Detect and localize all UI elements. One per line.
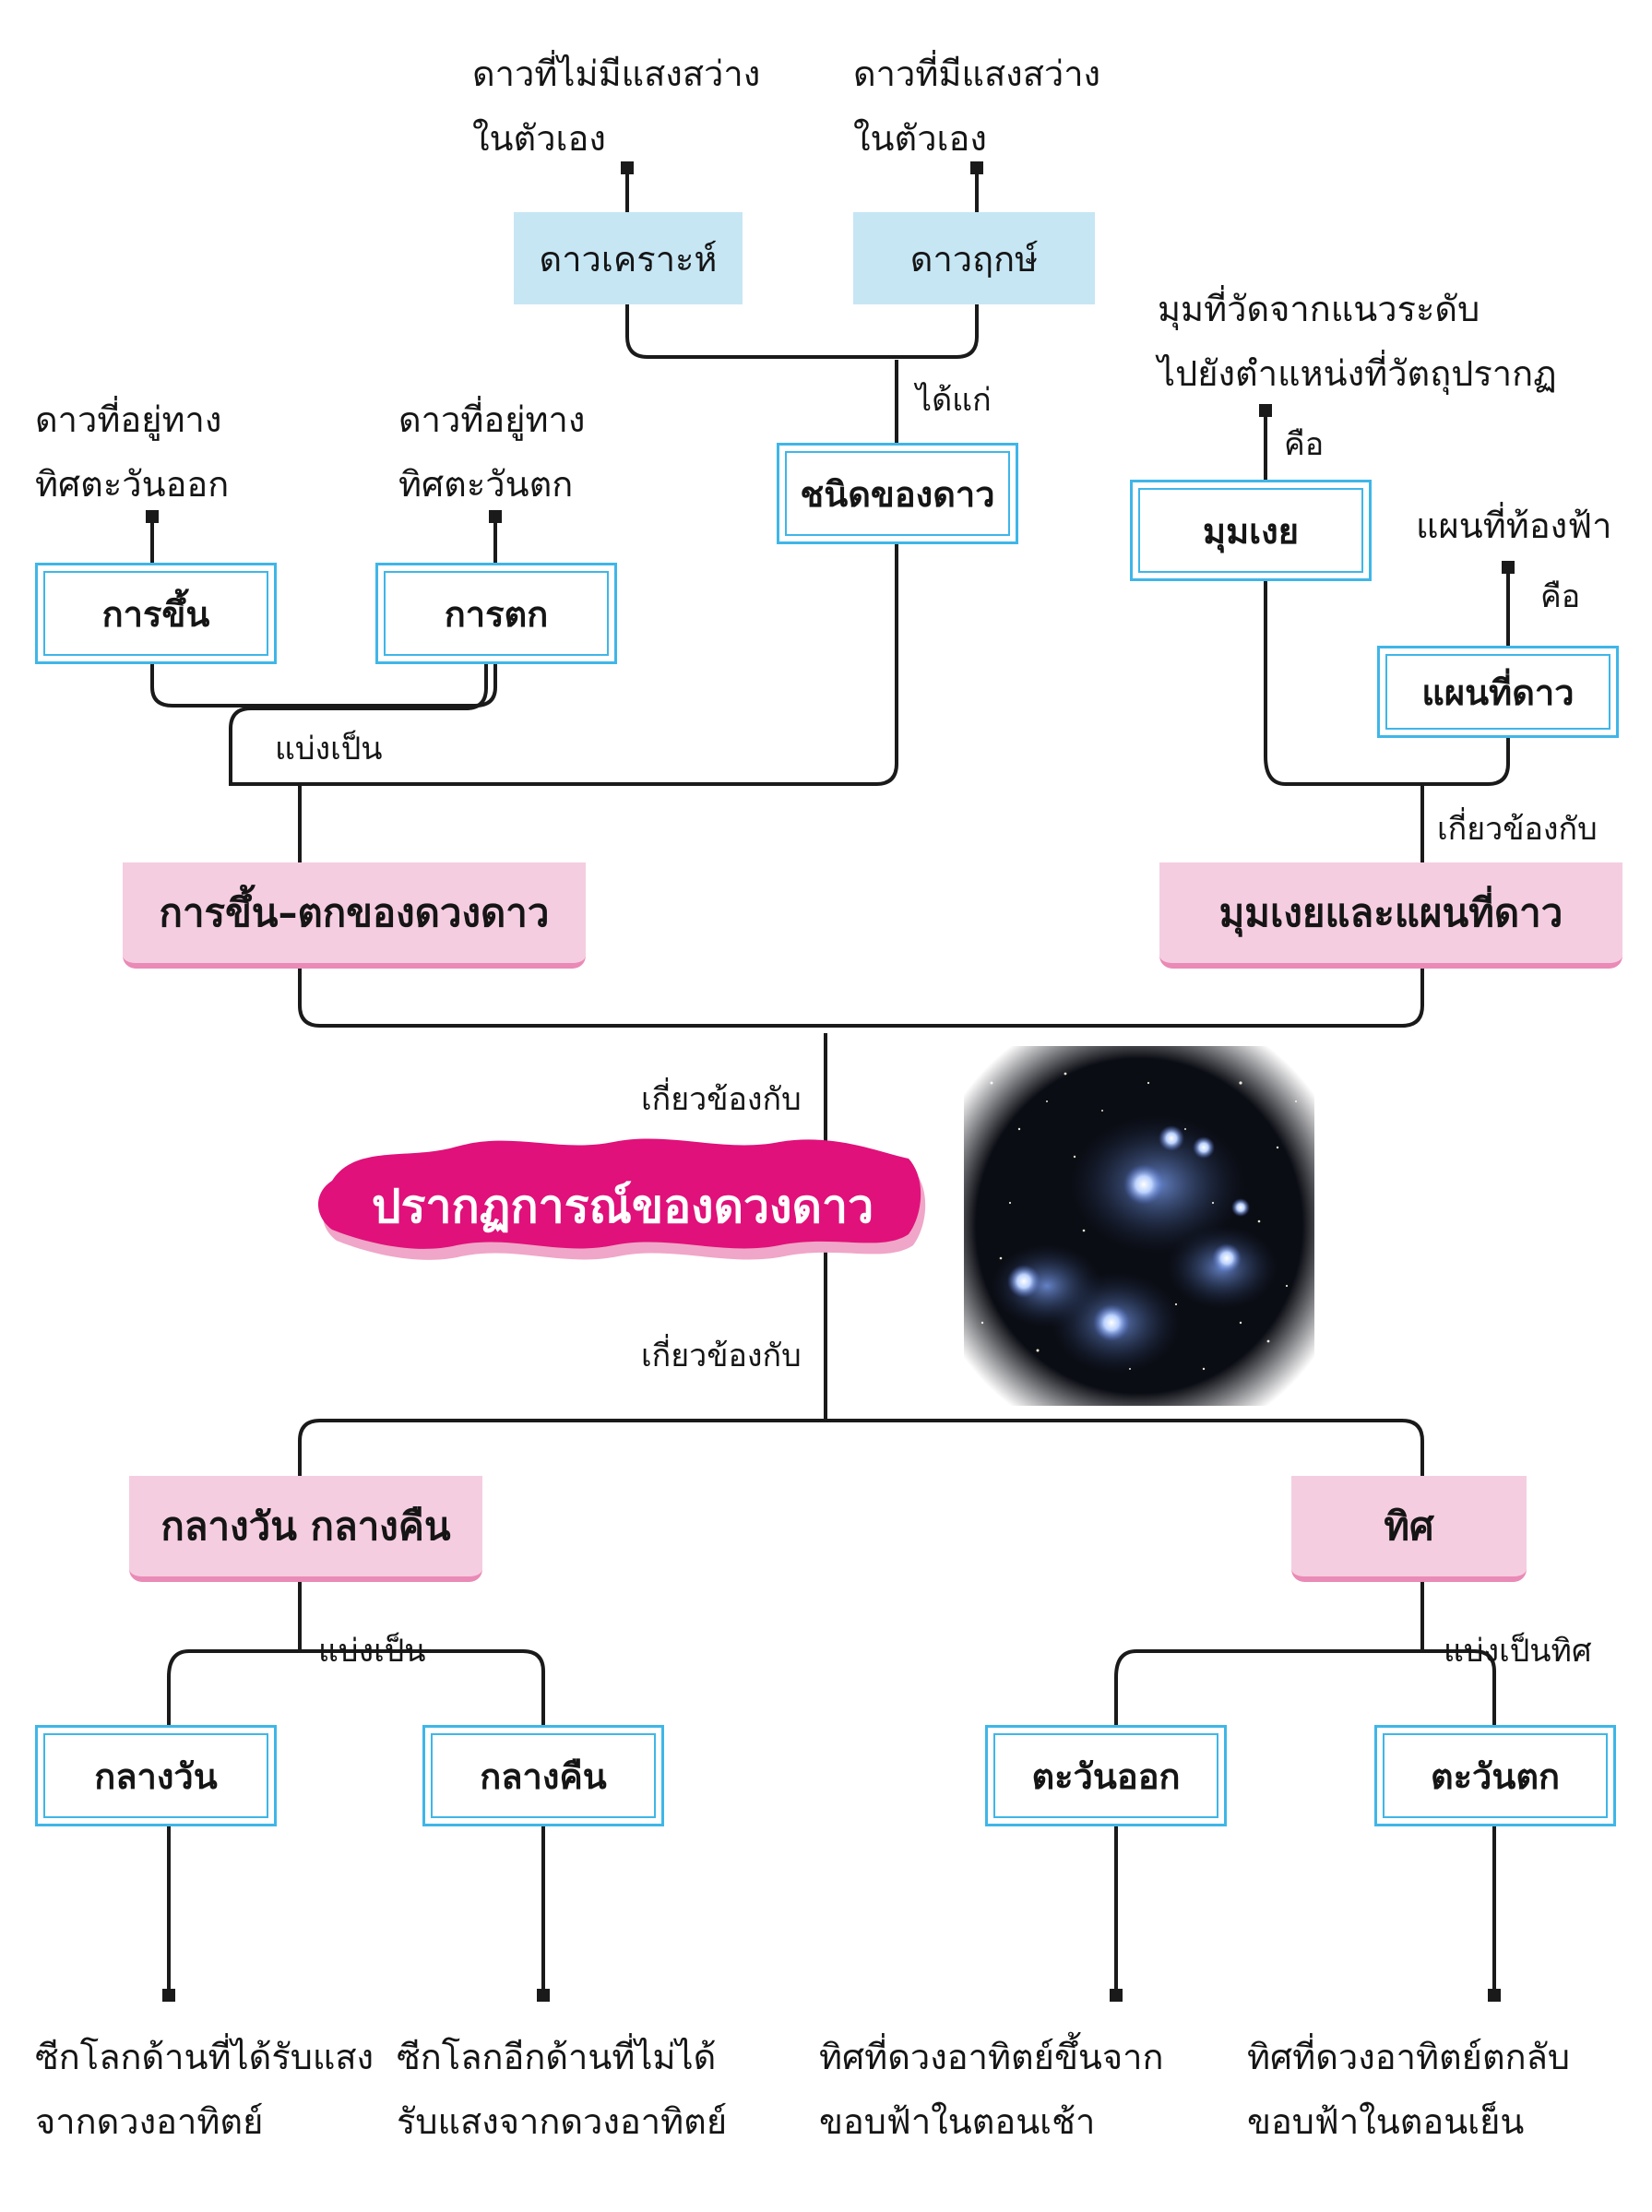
star-cluster-photo: [964, 1046, 1314, 1406]
related-label-top: เกี่ยวข้องกับ: [641, 1081, 802, 1118]
node-west: ตะวันตก: [1374, 1725, 1616, 1826]
node-night: กลางคืน: [422, 1725, 664, 1826]
definition-rising-line2: ทิศตะวันออก: [35, 464, 230, 505]
node-east: ตะวันออก: [985, 1725, 1227, 1826]
divided-label-direction: แบ่งเป็นทิศ: [1444, 1633, 1592, 1670]
definition-fixed-star-line1: ดาวที่มีแสงสว่าง: [853, 54, 1101, 94]
divided-label-left: แบ่งเป็น: [275, 731, 383, 767]
category-day-night: กลางวัน กลางคืน: [129, 1476, 482, 1582]
definition-west-line1: ทิศที่ดวงอาทิตย์ตกลับ: [1247, 2037, 1571, 2077]
node-altitude: มุมเงย: [1130, 480, 1372, 581]
category-altitude-map: มุมเงยและแผนที่ดาว: [1159, 862, 1622, 969]
is-label-altitude: คือ: [1284, 426, 1325, 463]
definition-night-line2: รับแสงจากดวงอาทิตย์: [397, 2101, 728, 2142]
definition-west-line2: ขอบฟ้าในตอนเย็น: [1247, 2101, 1525, 2142]
definition-east-line1: ทิศที่ดวงอาทิตย์ขึ้นจาก: [819, 2037, 1164, 2077]
node-setting: การตก: [375, 563, 617, 664]
related-label-right: เกี่ยวข้องกับ: [1437, 811, 1598, 848]
central-title: ปรากฏการณ์ของดวงดาว: [371, 1180, 874, 1233]
divided-label-day: แบ่งเป็น: [318, 1633, 426, 1670]
definition-altitude-line1: มุมที่วัดจากแนวระดับ: [1158, 289, 1480, 329]
node-star-map: แผนที่ดาว: [1377, 646, 1619, 738]
definition-setting-line1: ดาวที่อยู่ทาง: [398, 399, 586, 440]
definition-fixed-star-line2: ในตัวเอง: [853, 118, 987, 159]
definition-altitude-line2: ไปยังตำแหน่งที่วัตถุปรากฏ: [1158, 353, 1557, 394]
include-label: ได้แก่: [916, 382, 992, 419]
node-fixed-star: ดาวฤกษ์: [853, 212, 1095, 304]
definition-day-line1: ซีกโลกด้านที่ได้รับแสง: [35, 2037, 374, 2077]
is-label-starmap: คือ: [1540, 578, 1581, 615]
related-label-bottom: เกี่ยวข้องกับ: [641, 1338, 802, 1374]
node-star-types: ชนิดของดาว: [777, 443, 1018, 544]
definition-rising-line1: ดาวที่อยู่ทาง: [35, 399, 222, 440]
category-direction: ทิศ: [1291, 1476, 1527, 1582]
category-rise-set: การขึ้น–ตกของดวงดาว: [123, 862, 586, 969]
definition-day-line2: จากดวงอาทิตย์: [35, 2101, 264, 2142]
definition-night-line1: ซีกโลกอีกด้านที่ไม่ได้: [397, 2037, 717, 2077]
definition-star-map: แผนที่ท้องฟ้า: [1416, 505, 1612, 546]
node-rising: การขึ้น: [35, 563, 277, 664]
definition-planet-line1: ดาวที่ไม่มีแสงสว่าง: [472, 54, 761, 94]
central-banner-shape: [318, 1138, 926, 1260]
definition-planet-line2: ในตัวเอง: [472, 118, 606, 159]
definition-setting-line2: ทิศตะวันตก: [398, 464, 574, 505]
node-planet: ดาวเคราะห์: [514, 212, 743, 304]
node-day: กลางวัน: [35, 1725, 277, 1826]
definition-east-line2: ขอบฟ้าในตอนเช้า: [819, 2101, 1096, 2142]
